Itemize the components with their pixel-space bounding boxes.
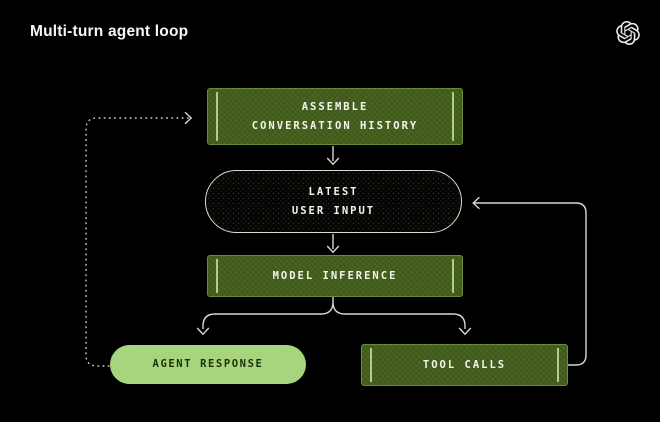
edge-tools-to-input-arrowhead [472,196,480,210]
node-label-line: CONVERSATION HISTORY [251,119,419,132]
node-label-line: AGENT RESPONSE [152,358,264,371]
node-agent-response: AGENT RESPONSE [110,345,306,384]
edge-agent-to-assemble-arrowhead [184,111,193,125]
node-assemble-conversation-history: ASSEMBLE CONVERSATION HISTORY [207,88,463,145]
page-title: Multi-turn agent loop [30,23,189,40]
node-label-line: USER INPUT [291,204,376,217]
edge-agent-to-assemble-line [85,117,191,367]
edge-tools-to-input-line [474,202,587,366]
node-model-inference: MODEL INFERENCE [207,255,463,297]
node-label-line: TOOL CALLS [422,358,507,371]
node-label-line: ASSEMBLE [301,100,369,113]
node-tool-calls: TOOL CALLS [361,344,568,386]
edge-model-fork-line [202,297,466,329]
edge-model-to-agent-arrowhead [196,327,210,336]
node-label-line: LATEST [308,185,359,198]
node-latest-user-input: LATEST USER INPUT [205,170,462,233]
openai-logo-icon [616,21,640,46]
edge-input-to-model-arrowhead [326,245,340,254]
node-label-line: MODEL INFERENCE [272,269,398,282]
edge-assemble-to-input-arrowhead [326,157,340,166]
edge-model-to-tools-arrowhead [458,327,472,336]
